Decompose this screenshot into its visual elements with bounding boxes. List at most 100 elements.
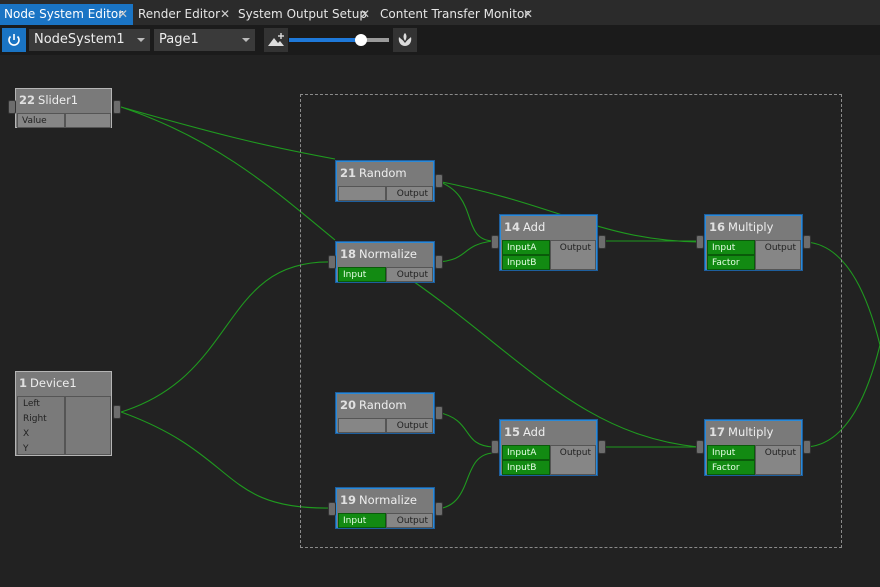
slot-input-b[interactable]: InputB xyxy=(502,255,550,270)
output-port[interactable] xyxy=(435,255,443,269)
input-port[interactable] xyxy=(328,502,336,516)
input-port[interactable] xyxy=(696,235,704,249)
close-icon[interactable]: ✕ xyxy=(118,7,129,21)
wire xyxy=(436,180,494,242)
wire xyxy=(436,240,494,263)
slot-output[interactable]: Output xyxy=(755,240,801,270)
slot-input[interactable]: Input xyxy=(338,513,386,528)
slot-input[interactable]: Input xyxy=(707,240,755,255)
slot-output[interactable]: Output xyxy=(550,240,596,270)
input-port[interactable] xyxy=(8,100,16,114)
close-icon[interactable]: ✕ xyxy=(523,7,534,21)
slot-factor[interactable]: Factor xyxy=(707,460,755,475)
output-port[interactable] xyxy=(435,406,443,420)
node-title: Random xyxy=(359,166,407,180)
tab-label: Node System Editor xyxy=(4,7,124,21)
output-port[interactable] xyxy=(598,440,606,454)
slot-left[interactable]: Left xyxy=(23,399,40,409)
node-system-select-value: NodeSystem1 xyxy=(34,32,125,47)
slot-input[interactable]: Input xyxy=(338,267,386,282)
wire xyxy=(805,344,880,448)
slot-input-a[interactable]: InputA xyxy=(502,445,550,460)
page-select[interactable]: Page1 xyxy=(154,29,255,51)
zoom-slider[interactable] xyxy=(289,34,389,46)
tab-bar: Node System Editor ✕ Render Editor ✕ Sys… xyxy=(0,0,880,25)
input-port[interactable] xyxy=(328,255,336,269)
zoom-out-button[interactable] xyxy=(264,28,288,52)
tab-content-transfer-monitor[interactable]: Content Transfer Monitor ✕ xyxy=(380,4,534,25)
tab-render-editor[interactable]: Render Editor ✕ xyxy=(138,4,230,25)
node-id: 21 xyxy=(340,166,357,180)
input-port[interactable] xyxy=(491,235,499,249)
power-button[interactable] xyxy=(2,28,26,52)
input-port[interactable] xyxy=(696,440,704,454)
slot-factor[interactable]: Factor xyxy=(707,255,755,270)
slot-value-field[interactable] xyxy=(65,113,111,128)
node-title: Random xyxy=(359,398,407,412)
slot-output[interactable]: Output xyxy=(550,445,596,475)
node-id: 17 xyxy=(709,425,726,439)
slot-input-b[interactable]: InputB xyxy=(502,460,550,475)
close-icon[interactable]: ✕ xyxy=(360,7,371,21)
node-system-select[interactable]: NodeSystem1 xyxy=(29,29,150,51)
slot-input-a[interactable]: InputA xyxy=(502,240,550,255)
zoom-slider-fill xyxy=(289,38,361,42)
image-add-icon xyxy=(268,33,284,46)
close-icon[interactable]: ✕ xyxy=(220,7,231,21)
output-port[interactable] xyxy=(598,235,606,249)
node-title: Multiply xyxy=(728,425,774,439)
slot-output[interactable]: Output xyxy=(386,513,433,528)
output-port[interactable] xyxy=(803,235,811,249)
zoom-slider-knob[interactable] xyxy=(355,34,367,46)
slot-output[interactable]: Output xyxy=(386,186,433,201)
output-port[interactable] xyxy=(113,405,121,419)
node-id: 20 xyxy=(340,398,357,412)
tab-system-output-setup[interactable]: System Output Setup ✕ xyxy=(238,4,372,25)
device-slots xyxy=(17,396,65,455)
zoom-in-button[interactable] xyxy=(393,28,417,52)
node-id: 16 xyxy=(709,220,726,234)
node-id: 14 xyxy=(504,220,521,234)
slot-output[interactable]: Output xyxy=(386,267,433,282)
output-port[interactable] xyxy=(435,502,443,516)
node-id: 1 xyxy=(19,376,28,390)
slot-y[interactable]: Y xyxy=(23,444,29,454)
slot-input[interactable]: Input xyxy=(707,445,755,460)
slot-x[interactable]: X xyxy=(23,429,30,439)
output-port[interactable] xyxy=(435,174,443,188)
slot-output[interactable]: Output xyxy=(755,445,801,475)
slot-output[interactable]: Output xyxy=(386,418,433,433)
slot-value[interactable]: Value xyxy=(17,113,65,128)
input-port[interactable] xyxy=(491,440,499,454)
node-title: Add xyxy=(523,220,546,234)
connection-wires xyxy=(120,106,880,510)
tab-node-system-editor[interactable]: Node System Editor ✕ xyxy=(0,4,133,25)
node-group-frame[interactable] xyxy=(300,94,842,548)
wire xyxy=(805,241,880,346)
power-icon xyxy=(8,34,20,46)
output-port[interactable] xyxy=(113,100,121,114)
output-port[interactable] xyxy=(803,440,811,454)
slot-right[interactable]: Right xyxy=(23,414,47,424)
